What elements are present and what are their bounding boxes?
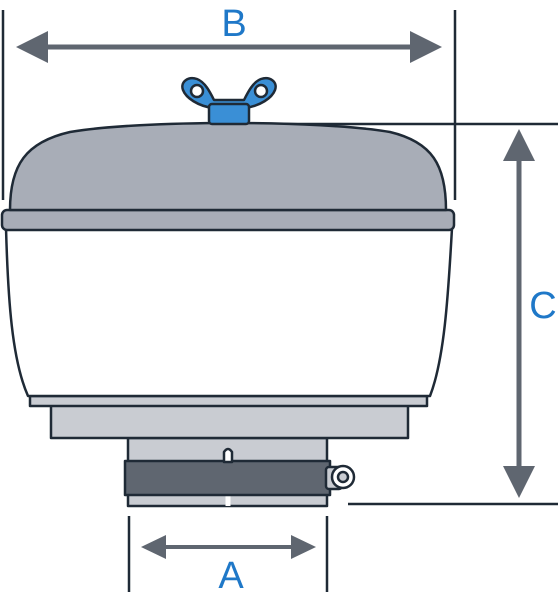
air-filter — [0, 77, 456, 508]
dimension-arrow-c — [503, 129, 535, 498]
clamp-band — [123, 459, 332, 497]
dimension-arrows — [16, 31, 535, 559]
clamp-screw-slot — [222, 447, 234, 464]
dimension-arrow-b — [16, 31, 442, 63]
dimension-label-a: A — [218, 555, 244, 597]
filter-cap — [8, 121, 448, 212]
dimension-label-b: B — [221, 3, 246, 45]
dimension-label-c: C — [529, 285, 556, 327]
dimension-arrow-a — [141, 535, 316, 559]
clamp-bolt-inner — [336, 470, 350, 484]
filter-housing — [4, 226, 454, 398]
mounting-collar — [49, 400, 410, 440]
wing-nut-icon — [181, 77, 277, 126]
cap-rim — [0, 208, 456, 232]
bottom-flange — [28, 394, 429, 408]
